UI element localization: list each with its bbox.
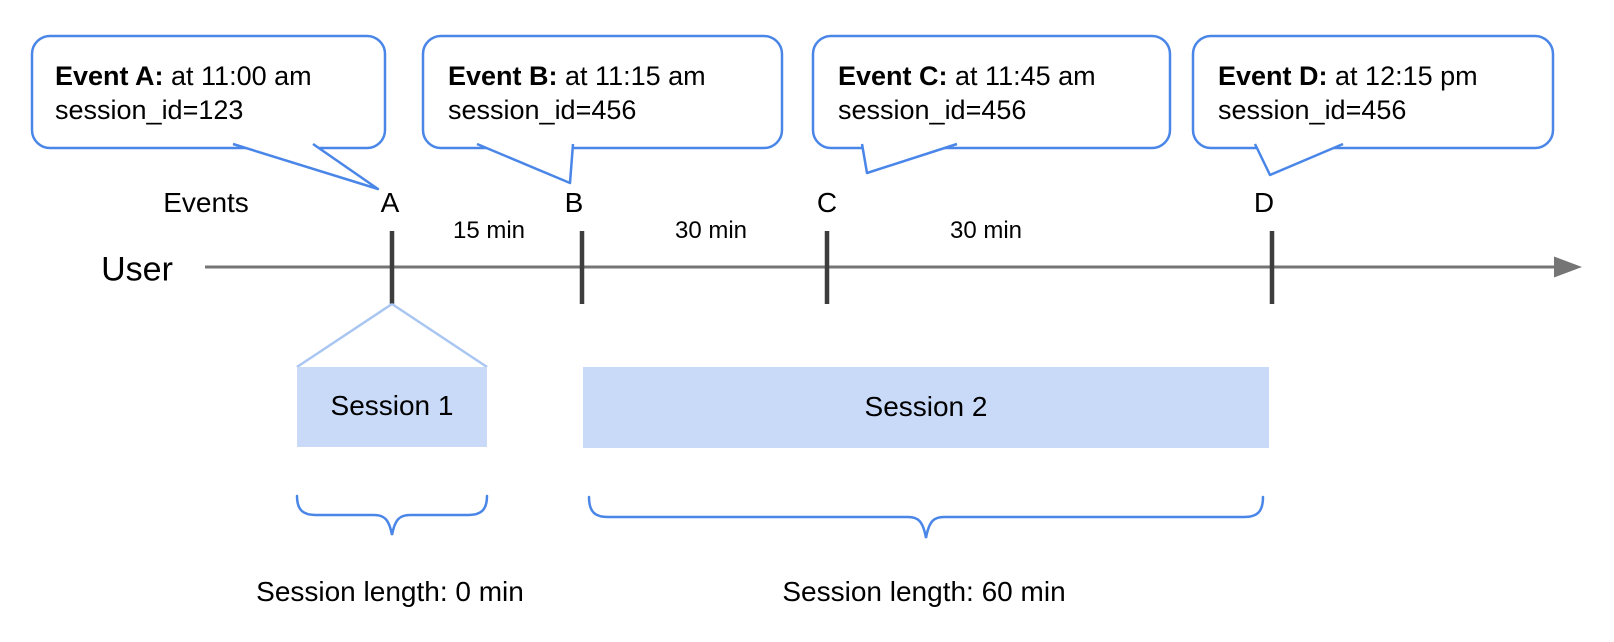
callout-b-event: Event B: [448,61,558,91]
interval-label-ab: 15 min [452,217,526,244]
callout-c-event: Event C: [838,61,948,91]
interval-label-bc: 30 min [674,217,748,244]
events-row-label: Events [163,187,249,218]
session1-name: Session 1 [330,390,454,421]
callout-a-line1: Event A: at 11:00 am [55,59,312,93]
event-letter-b: B [564,187,584,218]
callout-d-event: Event D: [1218,61,1328,91]
callout-bubble-c [811,34,1172,150]
callout-b-line1: Event B: at 11:15 am [448,59,706,93]
callout-c-line1: Event C: at 11:45 am [838,59,1096,93]
callout-a-time: at 11:00 am [163,61,312,91]
session1-length-label: Session length: 0 min [256,576,524,607]
session1-funnel-left [296,302,393,369]
event-letter-c: C [816,187,838,218]
callout-d-line1: Event D: at 12:15 pm [1218,59,1478,93]
callout-tail-d [1253,142,1344,177]
session1-funnel-right [391,302,488,369]
callout-bubble-b [421,34,784,150]
callout-a-event: Event A: [55,61,164,91]
callout-tail-c [860,142,958,175]
callout-bubble-a [30,34,387,150]
callout-d-session-id: session_id=456 [1218,95,1407,125]
callout-text-d: Event D: at 12:15 pm session_id=456 [1218,59,1478,127]
callout-text-a: Event A: at 11:00 am session_id=123 [55,59,312,127]
user-row-label: User [101,250,173,289]
callout-text-c: Event C: at 11:45 am session_id=456 [838,59,1096,127]
callout-bubble-d [1191,34,1555,150]
callout-d-time: at 12:15 pm [1327,61,1478,91]
callout-a-session-id: session_id=123 [55,95,244,125]
callout-b-time: at 11:15 am [557,61,706,91]
callout-tail-a [232,142,380,191]
session1-brace [295,494,489,536]
session2-box [583,367,1269,448]
session2-name: Session 2 [864,391,988,422]
callout-c-session-id: session_id=456 [838,95,1027,125]
event-letter-a: A [380,187,400,218]
session1-box [297,367,487,447]
callout-tail-b [476,142,575,185]
interval-label-cd: 30 min [949,217,1023,244]
session2-length-label: Session length: 60 min [782,576,1066,607]
timeline-arrowhead-icon [1554,256,1582,278]
event-letter-d: D [1253,187,1275,218]
callout-text-b: Event B: at 11:15 am session_id=456 [448,59,706,127]
callout-c-time: at 11:45 am [947,61,1096,91]
callout-b-session-id: session_id=456 [448,95,637,125]
session2-brace [587,495,1265,539]
